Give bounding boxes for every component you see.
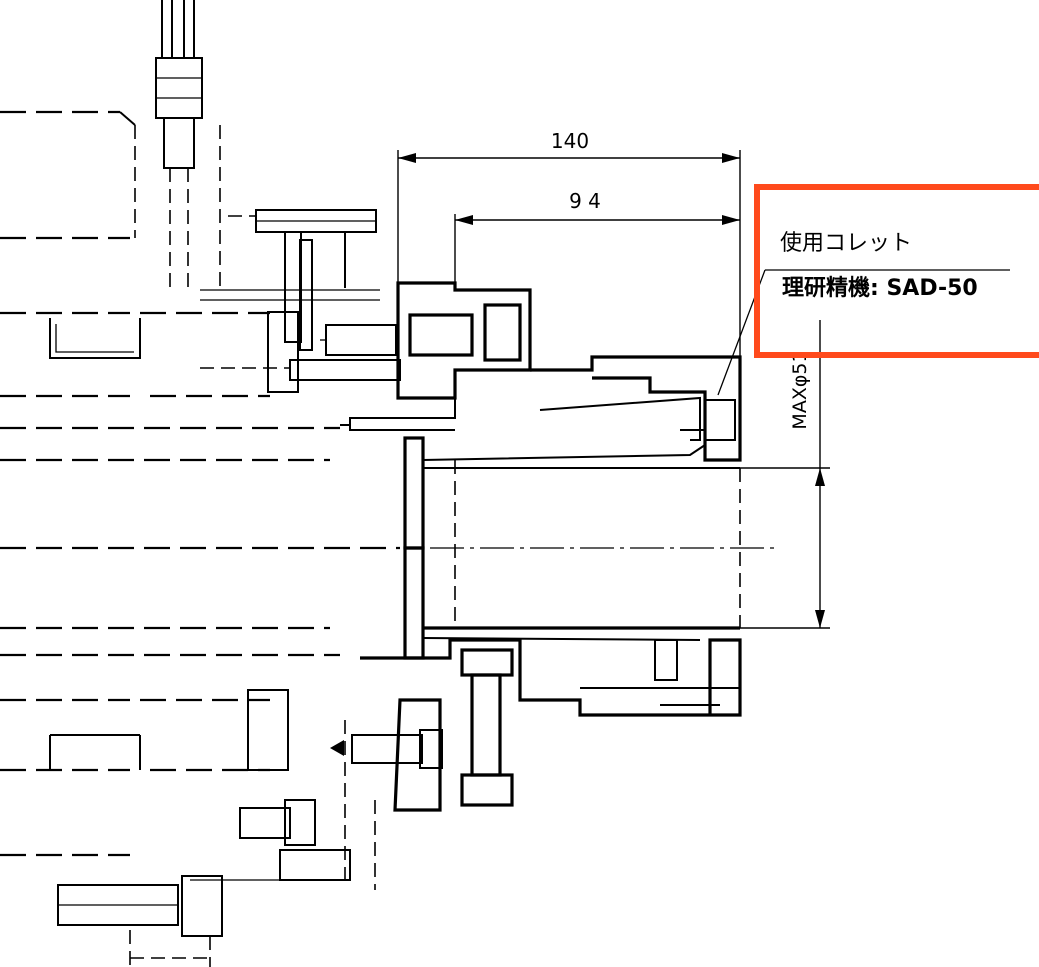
lower-jaw-body xyxy=(330,638,742,812)
upper-bolt-group xyxy=(200,209,401,393)
dimension-max-bore: MAXφ51 xyxy=(740,320,830,629)
dimension-max-bore-label: MAXφ51 xyxy=(789,350,811,429)
dimension-140-label: 140 xyxy=(551,129,589,153)
callout-model: 理研精機: SAD-50 xyxy=(782,275,978,301)
callout-title: 使用コレット xyxy=(780,231,912,256)
vertical-feed-tube xyxy=(155,0,203,290)
collet-bore xyxy=(0,426,775,660)
collet-callout-box: 使用コレット 理研精機: SAD-50 xyxy=(754,184,1039,358)
callout-frame xyxy=(754,184,1039,358)
left-housing-lower xyxy=(0,689,376,967)
dimension-94-label: 9 4 xyxy=(569,189,601,213)
dimension-collet-length: 9 4 xyxy=(454,189,740,290)
left-housing-upper xyxy=(0,110,270,398)
dimension-overall-length: 140 xyxy=(397,129,741,357)
